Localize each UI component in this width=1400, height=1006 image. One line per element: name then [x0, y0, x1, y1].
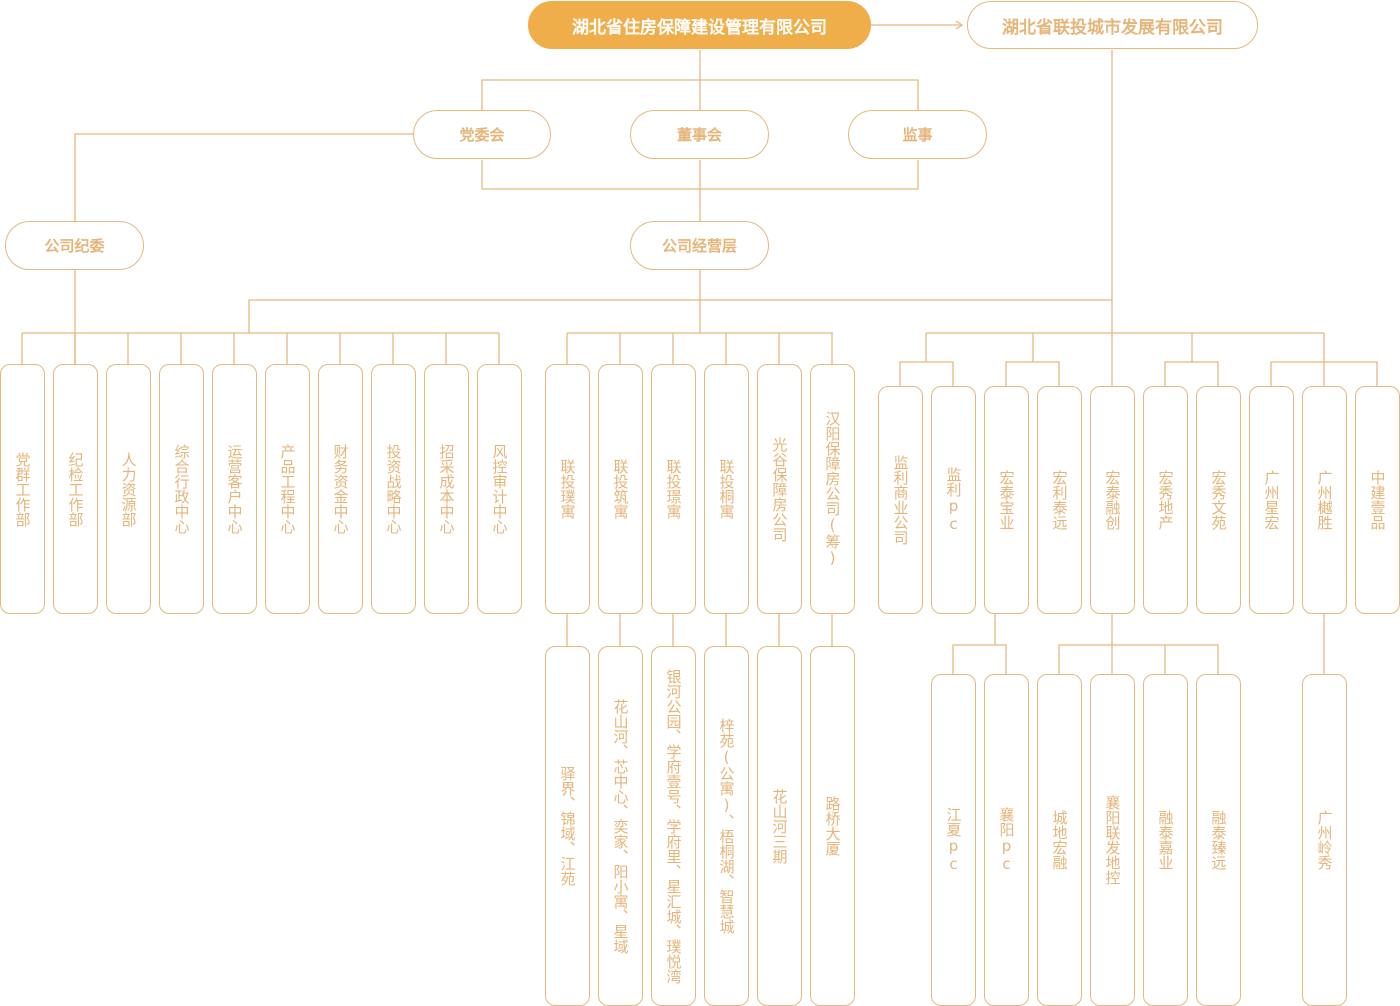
- board-label: 董事会: [676, 126, 722, 144]
- subsidiary-box[interactable]: 宏泰融创: [1090, 386, 1135, 614]
- management-label: 公司经营层: [661, 237, 737, 255]
- subsidiary-box[interactable]: 宏泰宝业: [984, 386, 1029, 614]
- department-box-label: 纪检工作部: [66, 451, 85, 527]
- sub-subsidiary-box-label: 融泰臻远: [1209, 810, 1228, 870]
- department-box-label: 招采成本中心: [437, 444, 456, 534]
- sub-subsidiary-box[interactable]: 融泰嘉业: [1143, 674, 1188, 1006]
- board-node[interactable]: 董事会: [630, 110, 769, 159]
- party-committee-label: 党委会: [459, 126, 505, 144]
- subsidiary-box-label: 宏泰宝业: [997, 470, 1016, 530]
- subsidiary-box-label: 宏泰融创: [1103, 470, 1122, 530]
- apartment-unit-box-label: 联投桐寓: [717, 459, 736, 519]
- department-box[interactable]: 财务资金中心: [318, 364, 363, 614]
- department-box[interactable]: 综合行政中心: [159, 364, 204, 614]
- apartment-unit-box[interactable]: 联投筑寓: [598, 364, 643, 614]
- subsidiary-box-label: 宏秀地产: [1156, 470, 1175, 530]
- discipline-committee-label: 公司纪委: [44, 237, 105, 255]
- subsidiary-box-label: 宏秀文苑: [1209, 470, 1228, 530]
- project-box[interactable]: 驿界、锦域、江苑: [545, 646, 590, 1006]
- sub-subsidiary-box[interactable]: 广州岭秀: [1302, 674, 1347, 1006]
- main-company-label: 湖北省住房保障建设管理有限公司: [572, 17, 827, 38]
- apartment-unit-box[interactable]: 光谷保障房公司: [757, 364, 802, 614]
- project-box[interactable]: 花山河三期: [757, 646, 802, 1006]
- department-box-label: 人力资源部: [119, 451, 138, 527]
- department-box[interactable]: 投资战略中心: [371, 364, 416, 614]
- management-node[interactable]: 公司经营层: [630, 221, 769, 270]
- sub-subsidiary-box-label: 融泰嘉业: [1156, 810, 1175, 870]
- project-box[interactable]: 银河公园、学府壹号、学府里、星汇城、璞悦湾: [651, 646, 696, 1006]
- subsidiary-box-label: 广州星宏: [1262, 470, 1281, 530]
- project-box[interactable]: 花山河、芯中心、奕家、阳小寓、星域: [598, 646, 643, 1006]
- project-box-label: 路桥大厦: [823, 796, 842, 856]
- subsidiary-box-label: 宏利泰远: [1050, 470, 1069, 530]
- sub-subsidiary-box-label: 广州岭秀: [1315, 810, 1334, 870]
- apartment-unit-box-label: 汉阳保障房公司(筹): [823, 411, 842, 567]
- project-box-label: 驿界、锦域、江苑: [558, 766, 577, 886]
- sub-company-node[interactable]: 湖北省联投城市发展有限公司: [967, 1, 1258, 49]
- department-box[interactable]: 产品工程中心: [265, 364, 310, 614]
- supervisor-label: 监事: [902, 126, 933, 144]
- project-box-label: 花山河、芯中心、奕家、阳小寓、星域: [611, 698, 630, 954]
- department-box[interactable]: 运营客户中心: [212, 364, 257, 614]
- sub-subsidiary-box-label: 襄阳pc: [997, 807, 1016, 873]
- subsidiary-box-label: 中建壹品: [1368, 470, 1387, 530]
- subsidiary-box[interactable]: 监利商业公司: [878, 386, 923, 614]
- sub-subsidiary-box-label: 江夏pc: [944, 807, 963, 873]
- department-box[interactable]: 人力资源部: [106, 364, 151, 614]
- apartment-unit-box-label: 联投筑寓: [611, 459, 630, 519]
- main-company-node[interactable]: 湖北省住房保障建设管理有限公司: [528, 1, 871, 49]
- subsidiary-box[interactable]: 广州樾胜: [1302, 386, 1347, 614]
- subsidiary-box[interactable]: 宏秀地产: [1143, 386, 1188, 614]
- apartment-unit-box-label: 联投璟寓: [664, 459, 683, 519]
- project-box[interactable]: 梓苑(公寓)、梧桐湖、智慧城: [704, 646, 749, 1006]
- apartment-unit-box[interactable]: 联投桐寓: [704, 364, 749, 614]
- sub-subsidiary-box[interactable]: 城地宏融: [1037, 674, 1082, 1006]
- apartment-unit-box[interactable]: 汉阳保障房公司(筹): [810, 364, 855, 614]
- project-box-label: 梓苑(公寓)、梧桐湖、智慧城: [717, 718, 736, 934]
- sub-company-label: 湖北省联投城市发展有限公司: [1002, 17, 1223, 38]
- project-box[interactable]: 路桥大厦: [810, 646, 855, 1006]
- project-box-label: 银河公园、学府壹号、学府里、星汇城、璞悦湾: [664, 668, 683, 984]
- department-box-label: 财务资金中心: [331, 444, 350, 534]
- project-box-label: 花山河三期: [770, 788, 789, 864]
- subsidiary-box-label: 广州樾胜: [1315, 470, 1334, 530]
- subsidiary-box[interactable]: 监利pc: [931, 386, 976, 614]
- apartment-unit-box[interactable]: 联投璞寓: [545, 364, 590, 614]
- sub-subsidiary-box[interactable]: 襄阳pc: [984, 674, 1029, 1006]
- sub-subsidiary-box[interactable]: 融泰臻远: [1196, 674, 1241, 1006]
- subsidiary-box[interactable]: 宏秀文苑: [1196, 386, 1241, 614]
- subsidiary-box[interactable]: 宏利泰远: [1037, 386, 1082, 614]
- department-box-label: 党群工作部: [13, 451, 32, 527]
- department-box-label: 综合行政中心: [172, 444, 191, 534]
- department-box-label: 风控审计中心: [490, 444, 509, 534]
- supervisor-node[interactable]: 监事: [848, 110, 987, 159]
- apartment-unit-box-label: 光谷保障房公司: [770, 436, 789, 542]
- department-box[interactable]: 风控审计中心: [477, 364, 522, 614]
- subsidiary-box[interactable]: 广州星宏: [1249, 386, 1294, 614]
- apartment-unit-box-label: 联投璞寓: [558, 459, 577, 519]
- apartment-unit-box[interactable]: 联投璟寓: [651, 364, 696, 614]
- department-box-label: 投资战略中心: [384, 444, 403, 534]
- party-committee-node[interactable]: 党委会: [413, 110, 551, 159]
- department-box-label: 产品工程中心: [278, 444, 297, 534]
- department-box[interactable]: 纪检工作部: [53, 364, 98, 614]
- subsidiary-box-label: 监利商业公司: [891, 455, 910, 545]
- sub-subsidiary-box-label: 城地宏融: [1050, 810, 1069, 870]
- sub-subsidiary-box-label: 襄阳联发地控: [1103, 795, 1122, 885]
- department-box[interactable]: 党群工作部: [0, 364, 45, 614]
- department-box-label: 运营客户中心: [225, 444, 244, 534]
- subsidiary-box[interactable]: 中建壹品: [1355, 386, 1400, 614]
- discipline-committee-node[interactable]: 公司纪委: [5, 221, 144, 270]
- department-box[interactable]: 招采成本中心: [424, 364, 469, 614]
- sub-subsidiary-box[interactable]: 江夏pc: [931, 674, 976, 1006]
- subsidiary-box-label: 监利pc: [944, 467, 963, 533]
- sub-subsidiary-box[interactable]: 襄阳联发地控: [1090, 674, 1135, 1006]
